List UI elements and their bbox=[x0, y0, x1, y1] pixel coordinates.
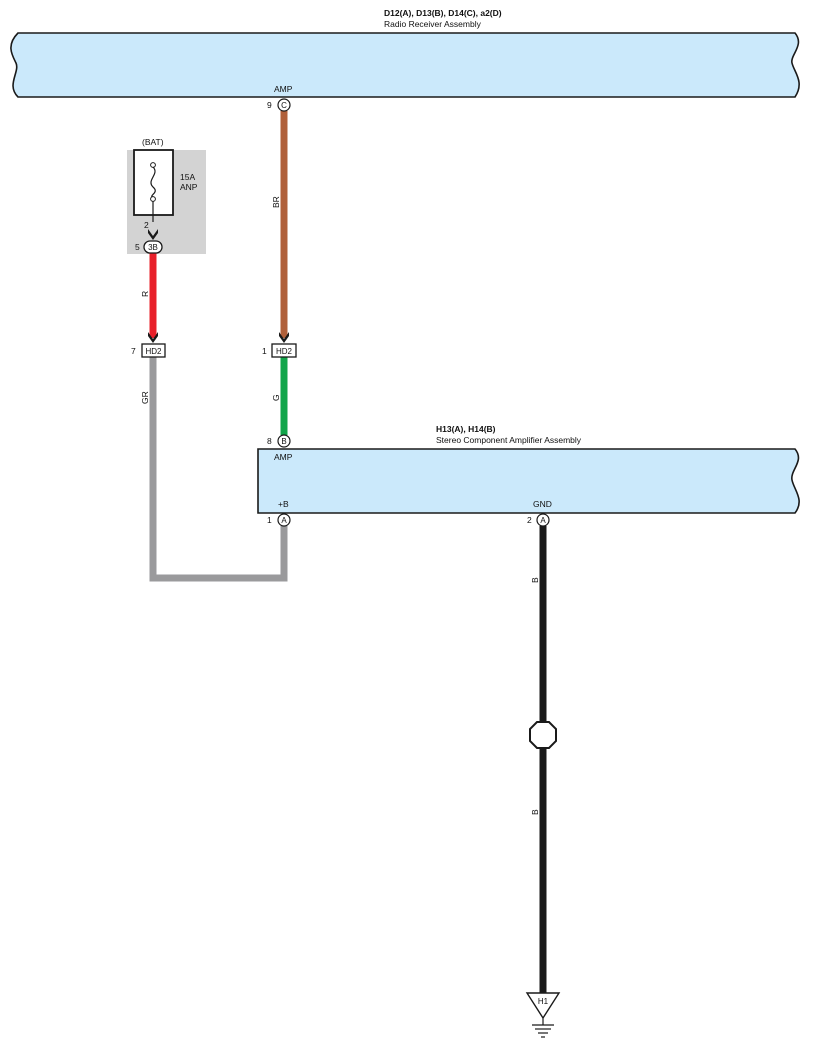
amplifier-block bbox=[257, 448, 800, 514]
hd2-right-pin: 1 bbox=[262, 346, 267, 356]
amplifier-connectors: H13(A), H14(B) bbox=[436, 424, 496, 434]
fuse-symbol-icon bbox=[150, 162, 156, 222]
wire-label-r: R bbox=[140, 291, 150, 297]
fuse-chevron-icon bbox=[148, 229, 158, 240]
amplifier-amp-pin: 8 bbox=[267, 436, 272, 446]
junction-connector-oval bbox=[143, 240, 163, 254]
amplifier-gnd-connector-letter: A bbox=[540, 516, 546, 525]
hd2-left-box bbox=[141, 343, 166, 358]
ground-label: H1 bbox=[538, 997, 549, 1006]
fuse-name: ANP bbox=[180, 182, 198, 192]
radio-connector-circle bbox=[277, 98, 291, 112]
wire-label-gr: GR bbox=[140, 391, 150, 404]
amplifier-amp-connector-letter: B bbox=[281, 437, 286, 446]
amplifier-b-terminal: +B bbox=[278, 499, 289, 509]
fuse-pin-number: 2 bbox=[144, 220, 149, 230]
wire-label-b-lower: B bbox=[530, 809, 540, 815]
ground-symbol-icon bbox=[532, 1018, 554, 1038]
junction-pin-number: 5 bbox=[135, 242, 140, 252]
amplifier-amp-terminal: AMP bbox=[274, 452, 293, 462]
hd2-left-chevron-icon bbox=[148, 332, 158, 343]
amplifier-amp-connector bbox=[277, 434, 291, 448]
amplifier-gnd-terminal: GND bbox=[533, 499, 552, 509]
radio-amp-terminal: AMP bbox=[274, 84, 293, 94]
hd2-right-chevron-icon bbox=[279, 332, 289, 343]
ground-triangle-icon bbox=[525, 992, 561, 1020]
wire-label-br: BR bbox=[271, 196, 281, 208]
hd2-left-pin: 7 bbox=[131, 346, 136, 356]
radio-receiver-name: Radio Receiver Assembly bbox=[384, 19, 482, 29]
radio-connector-letter: C bbox=[281, 101, 287, 110]
amplifier-b-pin: 1 bbox=[267, 515, 272, 525]
fuse-source-label: (BAT) bbox=[142, 137, 164, 147]
wire-gray bbox=[149, 357, 288, 582]
amplifier-b-connector bbox=[277, 513, 291, 527]
splice-octagon-icon bbox=[529, 721, 557, 749]
wire-label-b-upper: B bbox=[530, 577, 540, 583]
hd2-right-box bbox=[271, 343, 297, 358]
fuse-rating: 15A bbox=[180, 172, 195, 182]
radio-receiver-block bbox=[10, 32, 800, 98]
hd2-right-label: HD2 bbox=[276, 347, 293, 356]
junction-connector-label: 3B bbox=[148, 243, 158, 252]
hd2-left-label: HD2 bbox=[145, 347, 162, 356]
amplifier-name: Stereo Component Amplifier Assembly bbox=[436, 435, 582, 445]
radio-pin-number: 9 bbox=[267, 100, 272, 110]
radio-receiver-connectors: D12(A), D13(B), D14(C), a2(D) bbox=[384, 8, 502, 18]
amplifier-gnd-pin: 2 bbox=[527, 515, 532, 525]
amplifier-b-connector-letter: A bbox=[281, 516, 287, 525]
wire-label-g: G bbox=[271, 394, 281, 401]
amplifier-gnd-connector bbox=[536, 513, 550, 527]
